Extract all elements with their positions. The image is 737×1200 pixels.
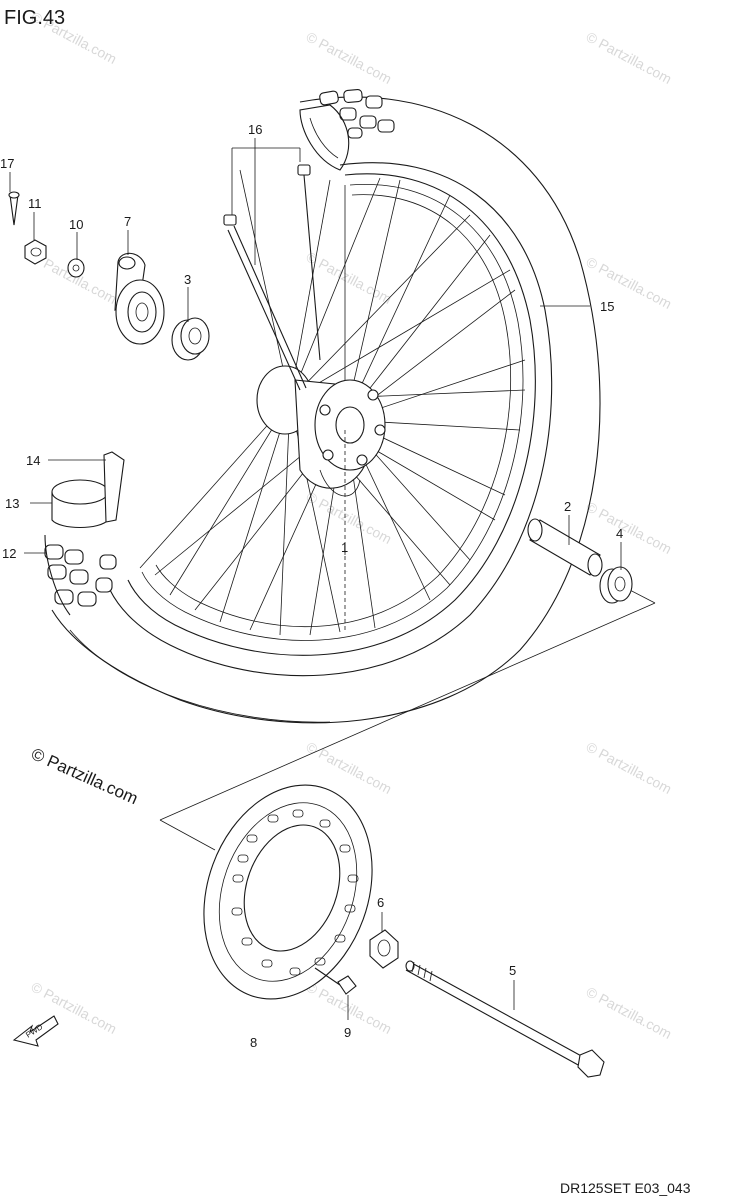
axle-part — [405, 960, 605, 1078]
ref-line-disc-2 — [159, 819, 216, 851]
speedometer-gearbox-part — [114, 252, 165, 345]
callout-10: 10 — [69, 217, 83, 232]
callout-labels: 17 11 10 7 3 16 15 14 13 12 1 2 4 5 6 8 … — [0, 122, 623, 1050]
wheel-assembly — [44, 89, 656, 851]
nut-part — [24, 239, 47, 265]
callout-9: 9 — [344, 1025, 351, 1040]
bearing-right-part — [599, 566, 633, 604]
watermark: © Partzilla.com — [584, 984, 675, 1042]
watermark: © Partzilla.com — [584, 499, 675, 557]
tire-tread-top — [299, 89, 395, 171]
washer-part — [67, 258, 85, 278]
callout-2: 2 — [564, 499, 571, 514]
callout-1: 1 — [341, 540, 348, 555]
leader-lines — [9, 138, 622, 1020]
rim-inner-2 — [155, 194, 512, 628]
axle-spacer-part — [527, 518, 603, 577]
fwd-arrow-icon: FWD — [12, 1015, 59, 1047]
callout-3: 3 — [184, 272, 191, 287]
figure-code: DR125SET E03_043 — [560, 1180, 691, 1196]
callout-4: 4 — [616, 526, 623, 541]
callout-5: 5 — [509, 963, 516, 978]
callout-7: 7 — [124, 214, 131, 229]
watermark: © Partzilla.com — [304, 29, 395, 87]
wheel-hub — [256, 365, 386, 497]
tire-inner-edge — [109, 162, 553, 677]
rim-band-part — [51, 451, 125, 528]
watermark: © Partzilla.com — [584, 254, 675, 312]
callout-12: 12 — [2, 546, 16, 561]
rim-inner-1 — [141, 183, 524, 641]
copyright-text: © Partzilla.com — [28, 744, 140, 808]
callout-6: 6 — [377, 895, 384, 910]
callout-17: 17 — [0, 156, 14, 171]
tire-bottom-line — [69, 629, 331, 723]
disc-bolt-part — [314, 967, 357, 995]
valve-stem — [223, 164, 321, 391]
callout-11: 11 — [28, 196, 42, 211]
ref-line-disc — [159, 602, 656, 821]
figure-title: FIG.43 — [4, 7, 65, 29]
cotter-pin-part — [8, 191, 20, 226]
tire-outer — [51, 96, 601, 724]
watermark: © Partzilla.com — [584, 29, 675, 87]
callout-14: 14 — [26, 453, 40, 468]
callout-15: 15 — [600, 299, 614, 314]
collar-part — [369, 929, 399, 969]
brake-disc-part — [203, 784, 373, 1000]
bearing-part — [171, 317, 210, 361]
tire-tread-left — [44, 534, 117, 616]
watermark: © Partzilla.com — [584, 739, 675, 797]
callout-8: 8 — [250, 1035, 257, 1050]
watermark: © Partzilla.com — [304, 489, 395, 547]
callout-13: 13 — [5, 496, 19, 511]
callout-16: 16 — [248, 122, 262, 137]
watermark: © Partzilla.com — [304, 249, 395, 307]
rim-outer — [127, 173, 536, 656]
